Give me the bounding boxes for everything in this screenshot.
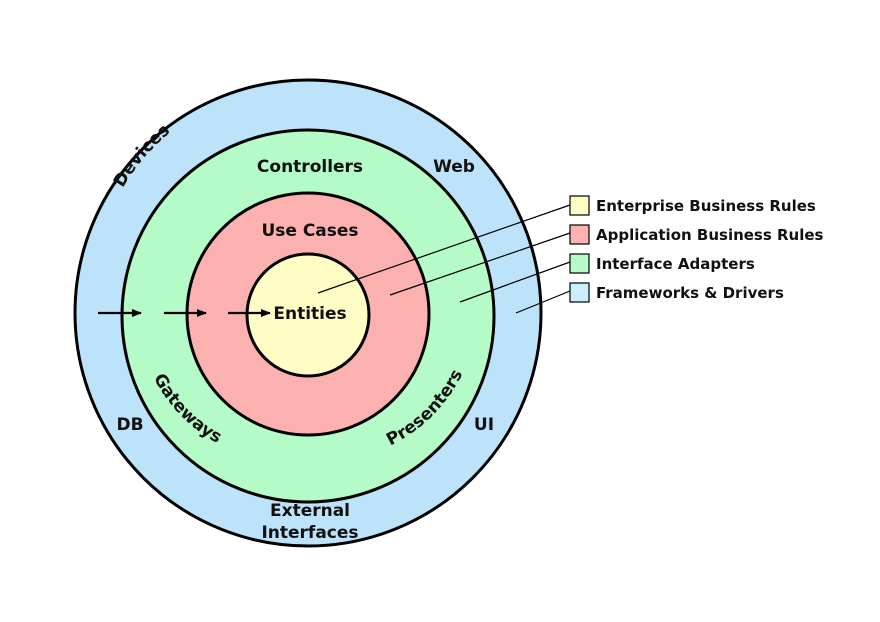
legend-item: Frameworks & Drivers xyxy=(569,282,784,303)
legend-label: Application Business Rules xyxy=(596,226,824,244)
ui-label: UI xyxy=(474,415,494,435)
external-interfaces-label-line1: External xyxy=(270,501,350,521)
legend-item: Enterprise Business Rules xyxy=(569,195,816,216)
legend-label: Enterprise Business Rules xyxy=(596,197,816,215)
legend-item: Application Business Rules xyxy=(569,224,824,245)
leader-enterprise xyxy=(317,204,571,294)
legend-item: Interface Adapters xyxy=(569,253,755,274)
controllers-label: Controllers xyxy=(257,157,363,177)
entities-label: Entities xyxy=(273,304,346,324)
entities-circle xyxy=(245,252,371,378)
leader-adapters xyxy=(459,261,571,303)
web-label: Web xyxy=(433,157,475,177)
use-cases-label: Use Cases xyxy=(261,221,358,241)
legend-swatch xyxy=(569,282,590,303)
legend: Enterprise Business Rules Application Bu… xyxy=(569,195,824,303)
leader-frameworks xyxy=(515,290,571,314)
legend-swatch xyxy=(569,253,590,274)
legend-label: Frameworks & Drivers xyxy=(596,284,784,302)
legend-swatch xyxy=(569,195,590,216)
external-interfaces-label-line2: Interfaces xyxy=(261,523,358,543)
leader-application xyxy=(389,232,571,296)
legend-label: Interface Adapters xyxy=(596,255,755,273)
legend-swatch xyxy=(569,224,590,245)
db-label: DB xyxy=(116,415,143,435)
